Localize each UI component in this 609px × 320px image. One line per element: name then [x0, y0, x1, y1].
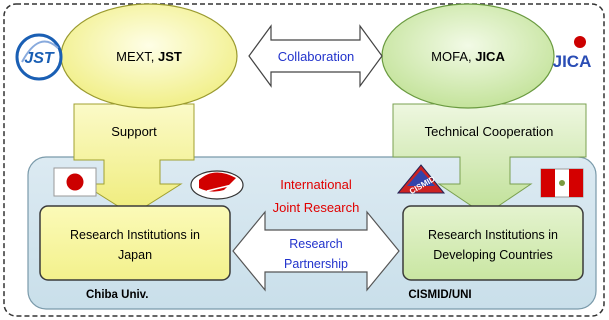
jst-logo: JST — [15, 33, 63, 81]
peru-flag-icon — [540, 168, 584, 198]
support-label: Support — [111, 124, 157, 139]
svg-text:JICA: JICA — [553, 52, 592, 71]
jica-logo: JICA — [553, 36, 592, 71]
research-partnership-line2: Partnership — [284, 257, 348, 271]
collaboration-arrow — [248, 24, 383, 88]
developing-box-line2: Developing Countries — [433, 248, 553, 262]
japan-box-line1: Research Institutions in — [70, 228, 200, 242]
international-joint-research-line1: International — [280, 177, 352, 192]
research-partnership-arrow — [232, 210, 400, 292]
mofa-jica-label: MOFA, JICA — [431, 49, 505, 64]
developing-institutions-box — [402, 205, 584, 281]
technical-cooperation-arrow — [392, 103, 587, 216]
svg-text:JST: JST — [24, 50, 55, 67]
international-joint-research-line2: Joint Research — [273, 200, 360, 215]
japan-flag-icon — [53, 167, 97, 197]
cismid-logo: CISMID — [396, 164, 446, 196]
chiba-univ-label: Chiba Univ. — [86, 289, 148, 301]
cismid-uni-label: CISMID/UNI — [408, 289, 471, 301]
mext-jst-label: MEXT, JST — [116, 49, 182, 64]
developing-box-line1: Research Institutions in — [428, 228, 558, 242]
research-partnership-line1: Research — [289, 237, 343, 251]
chiba-univ-logo — [190, 170, 244, 200]
collaboration-label: Collaboration — [278, 49, 355, 64]
japan-institutions-box — [39, 205, 231, 281]
japan-box-line2: Japan — [118, 248, 152, 262]
support-arrow — [73, 103, 195, 216]
technical-cooperation-label: Technical Cooperation — [425, 124, 554, 139]
